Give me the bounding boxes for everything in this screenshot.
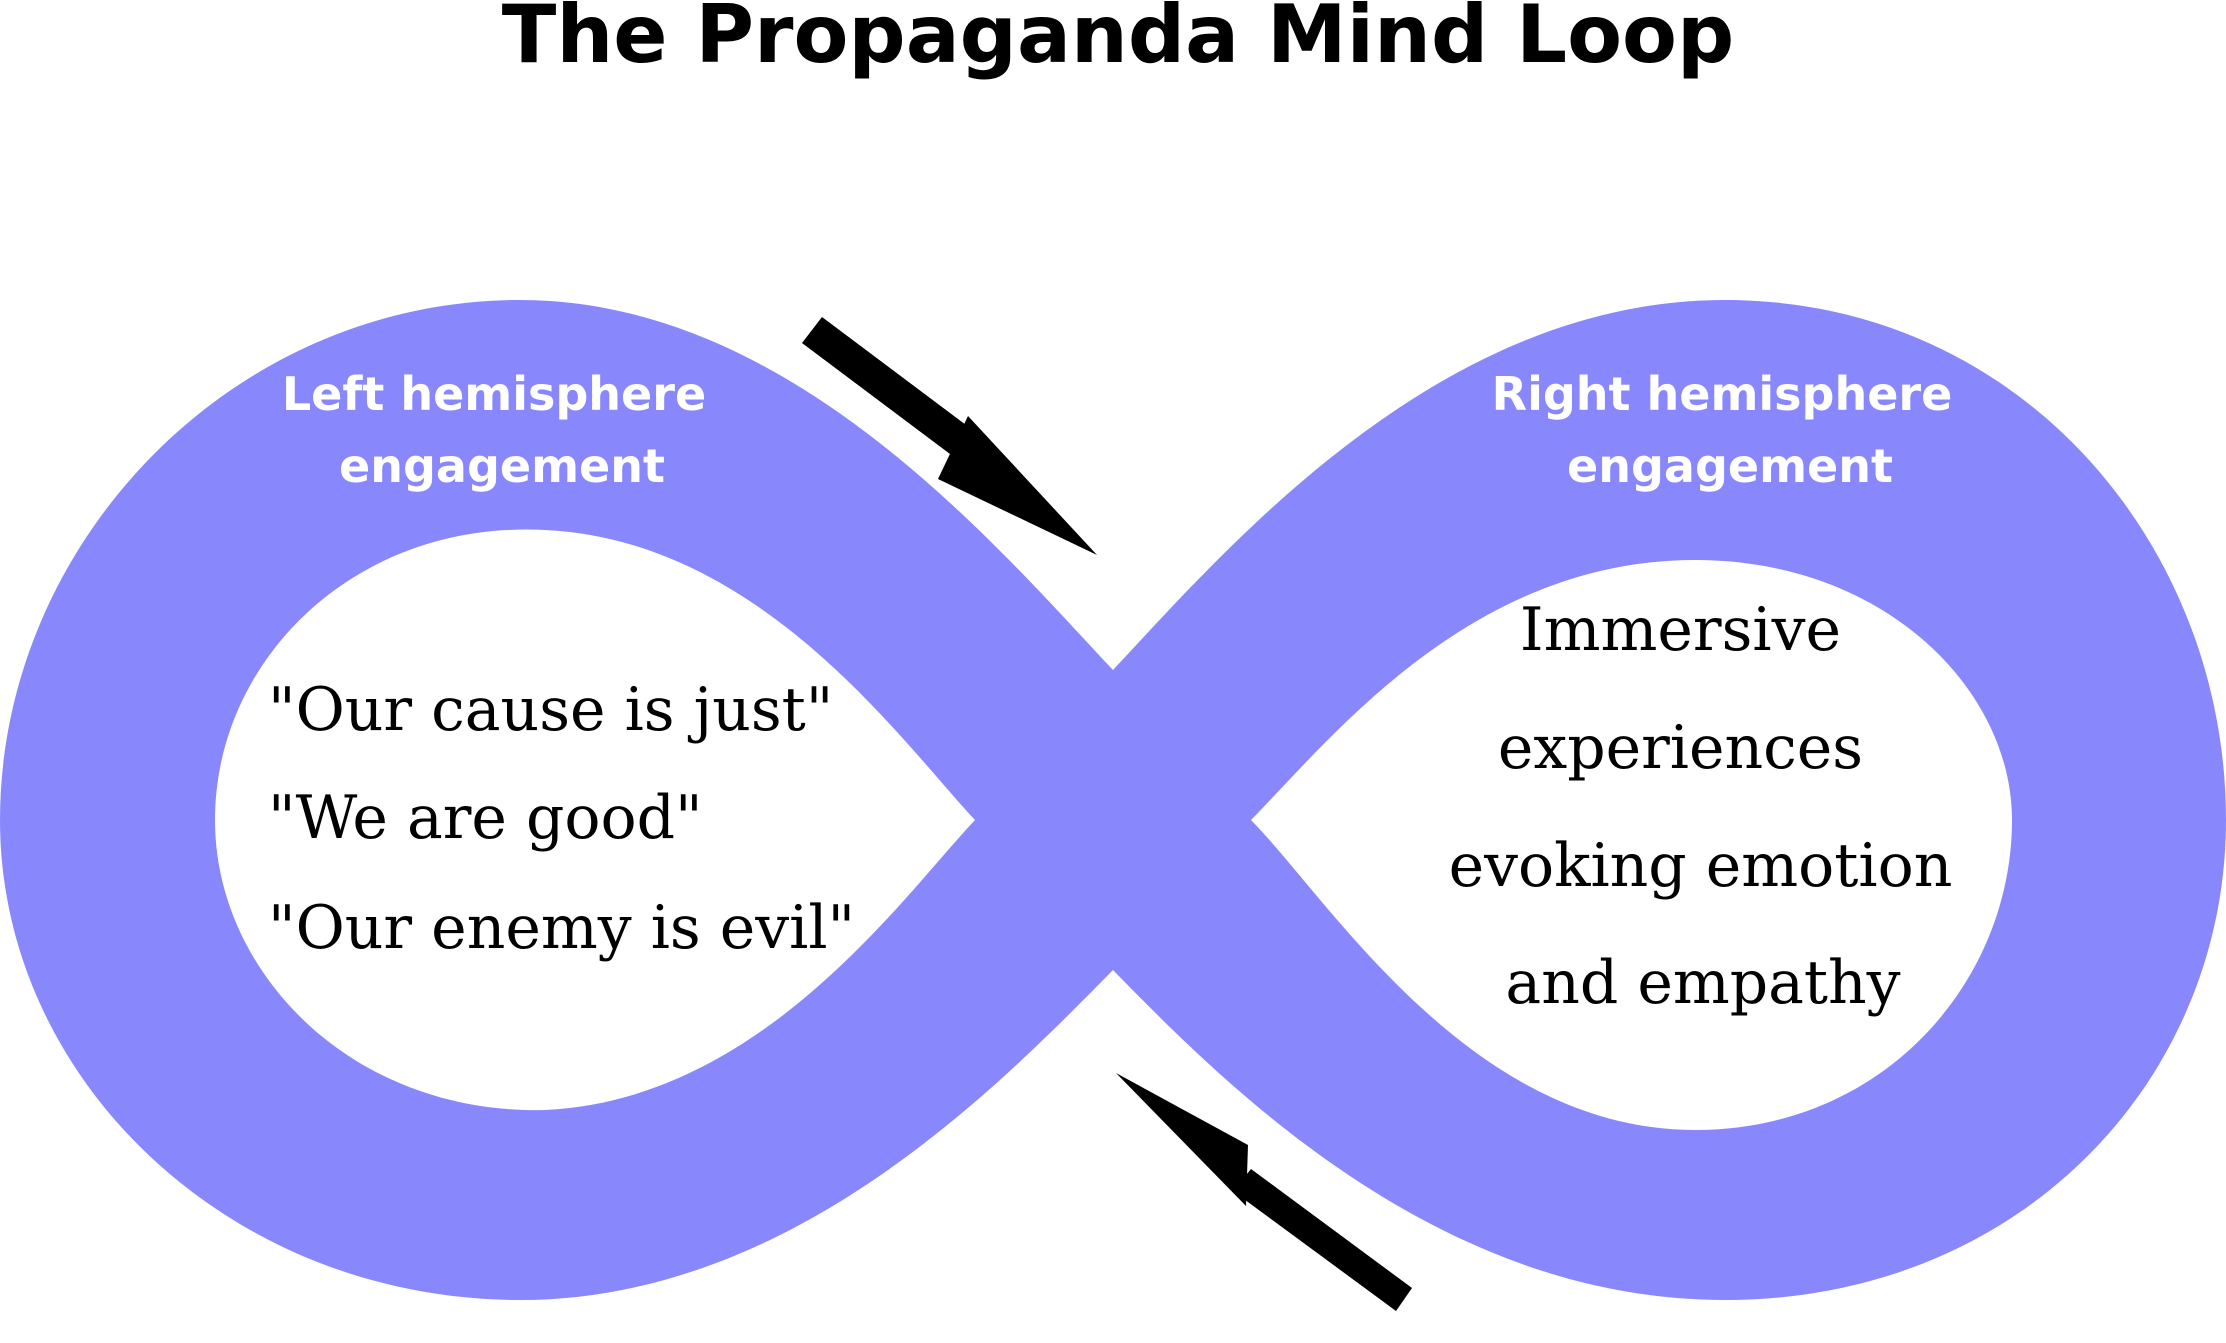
left-caption-line-1: Left hemisphere (282, 367, 706, 421)
arrow-bottom-up-icon (1116, 1073, 1412, 1311)
right-caption-line-1: Right hemisphere (1492, 367, 1953, 421)
page-title: The Propaganda Mind Loop (502, 0, 1735, 81)
arrow-bottom-head (1116, 1073, 1248, 1206)
right-phrase-2: experiences (1498, 713, 1863, 783)
right-phrase-3: evoking emotion (1449, 831, 1953, 901)
left-phrase-1: "Our cause is just" (268, 675, 833, 745)
left-caption-line-2: engagement (339, 439, 665, 493)
infinity-loop-band (0, 300, 2226, 1300)
left-phrase-2: "We are good" (268, 783, 703, 853)
arrow-top-head (938, 416, 1097, 555)
left-hemisphere-caption: Left hemisphere engagement (282, 367, 722, 493)
arrow-top-shaft (802, 317, 974, 457)
right-phrase-4: and empathy (1505, 948, 1900, 1018)
left-phrase-3: "Our enemy is evil" (268, 893, 855, 963)
left-lobe-phrases: "Our cause is just" "We are good" "Our e… (268, 675, 855, 963)
arrow-bottom-shaft (1233, 1169, 1412, 1311)
right-hemisphere-caption: Right hemisphere engagement (1492, 367, 1969, 493)
right-caption-line-2: engagement (1567, 439, 1893, 493)
right-phrase-1: Immersive (1520, 595, 1841, 665)
arrow-top-down-icon (802, 317, 1097, 555)
right-lobe-phrases: Immersive experiences evoking emotion an… (1449, 595, 1972, 1018)
